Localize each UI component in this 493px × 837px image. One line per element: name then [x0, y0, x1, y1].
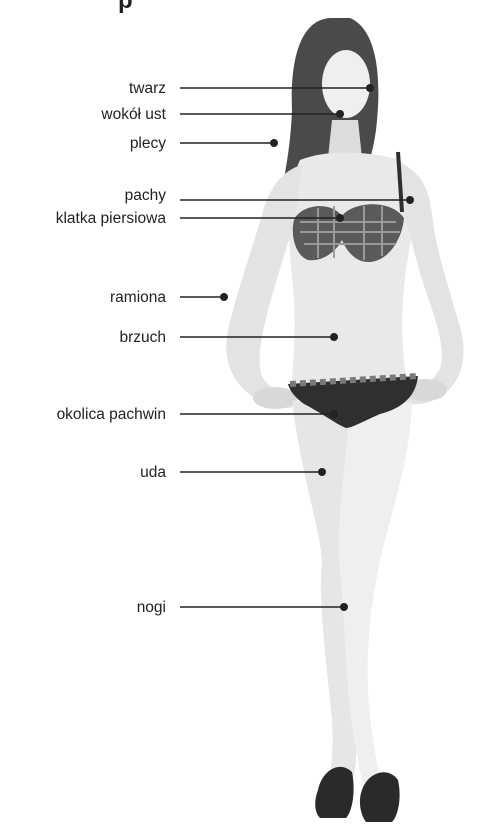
- point-twarz: [366, 84, 374, 92]
- label-plecy: plecy: [130, 135, 166, 152]
- label-klatka-piersiowa: klatka piersiowa: [56, 210, 167, 227]
- label-okolica-pachwin: okolica pachwin: [57, 406, 166, 423]
- point-brzuch: [330, 333, 338, 341]
- point-wokol-ust: [336, 110, 344, 118]
- label-twarz: twarz: [129, 80, 166, 97]
- left-hand: [253, 387, 297, 409]
- point-plecy: [270, 139, 278, 147]
- label-brzuch: brzuch: [119, 329, 166, 346]
- point-pachy: [406, 196, 414, 204]
- point-uda: [318, 468, 326, 476]
- face: [322, 50, 370, 118]
- left-shoe: [315, 767, 353, 818]
- figure-illustration: [226, 18, 463, 822]
- point-nogi: [340, 603, 348, 611]
- point-klatka-piersiowa: [336, 214, 344, 222]
- heading-fragment: p: [118, 0, 133, 14]
- left-arm: [226, 165, 302, 408]
- point-okolica-pachwin: [330, 410, 338, 418]
- label-ramiona: ramiona: [110, 289, 166, 306]
- label-pachy: pachy: [125, 187, 167, 204]
- label-wokol-ust: wokół ust: [100, 106, 166, 123]
- neck: [328, 120, 362, 158]
- label-uda: uda: [140, 464, 166, 481]
- point-ramiona: [220, 293, 228, 301]
- labels: twarz wokół ust plecy pachy klatka piers…: [56, 80, 167, 616]
- label-nogi: nogi: [137, 599, 166, 616]
- torso: [289, 153, 415, 401]
